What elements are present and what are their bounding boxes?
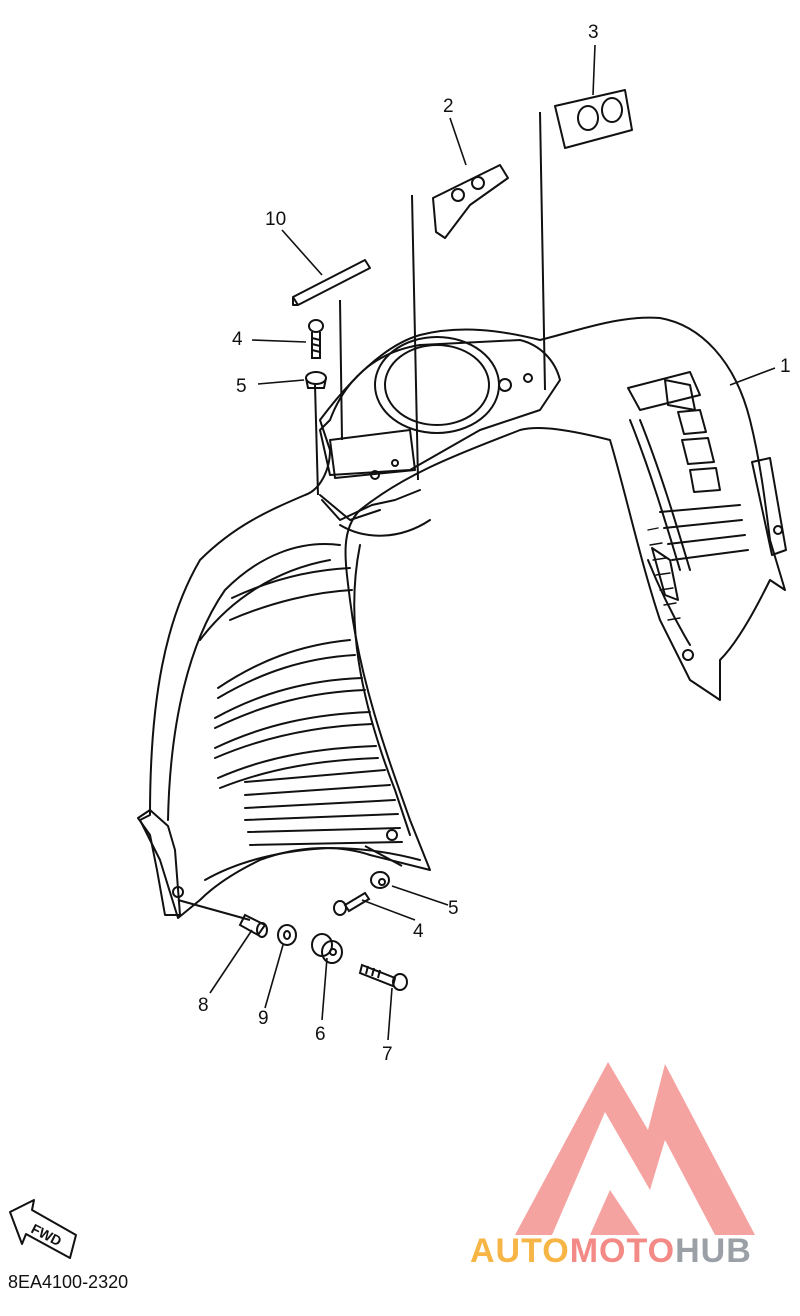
callout-5-bottom: 5 xyxy=(448,898,459,919)
fwd-arrow-icon: FWD xyxy=(9,1199,77,1259)
callout-1: 1 xyxy=(780,356,791,377)
grommet-part-5-bottom xyxy=(370,871,390,889)
grommet-part-6 xyxy=(311,933,343,964)
callout-6: 6 xyxy=(315,1024,326,1045)
watermark-moto: MOTO xyxy=(569,1232,676,1270)
collar-part-8 xyxy=(238,913,268,938)
callout-10: 10 xyxy=(265,209,286,230)
callout-8: 8 xyxy=(198,995,209,1016)
callout-9: 9 xyxy=(258,1008,269,1029)
callout-labels: 1 2 3 10 4 5 5 4 8 9 6 7 xyxy=(198,22,791,1065)
leader-lines xyxy=(177,111,546,921)
diagram-code: 8EA4100-2320 xyxy=(8,1272,129,1292)
callout-5-top: 5 xyxy=(236,376,247,397)
inner-fender-panel xyxy=(137,316,787,919)
screw-part-4-top xyxy=(308,319,324,359)
watermark-hub: HUB xyxy=(675,1232,752,1270)
bolt-part-7 xyxy=(358,963,408,991)
callout-7: 7 xyxy=(382,1044,393,1065)
washer-part-9 xyxy=(277,924,297,946)
strip-part-10 xyxy=(292,259,371,306)
bracket-part-3 xyxy=(554,89,633,149)
watermark-auto: AUTO xyxy=(470,1232,570,1270)
callout-4-bottom: 4 xyxy=(413,921,424,942)
callout-3: 3 xyxy=(588,22,599,43)
bracket-part-2 xyxy=(432,164,509,239)
callout-leaders xyxy=(209,44,776,1041)
screw-part-4-bottom xyxy=(333,891,371,916)
callout-2: 2 xyxy=(443,96,454,117)
callout-4-top: 4 xyxy=(232,329,243,350)
grommet-part-5-top xyxy=(305,371,327,389)
watermark-logo-icon xyxy=(515,1062,755,1235)
watermark-brand: AUTOMOTOHUB xyxy=(470,1232,752,1271)
